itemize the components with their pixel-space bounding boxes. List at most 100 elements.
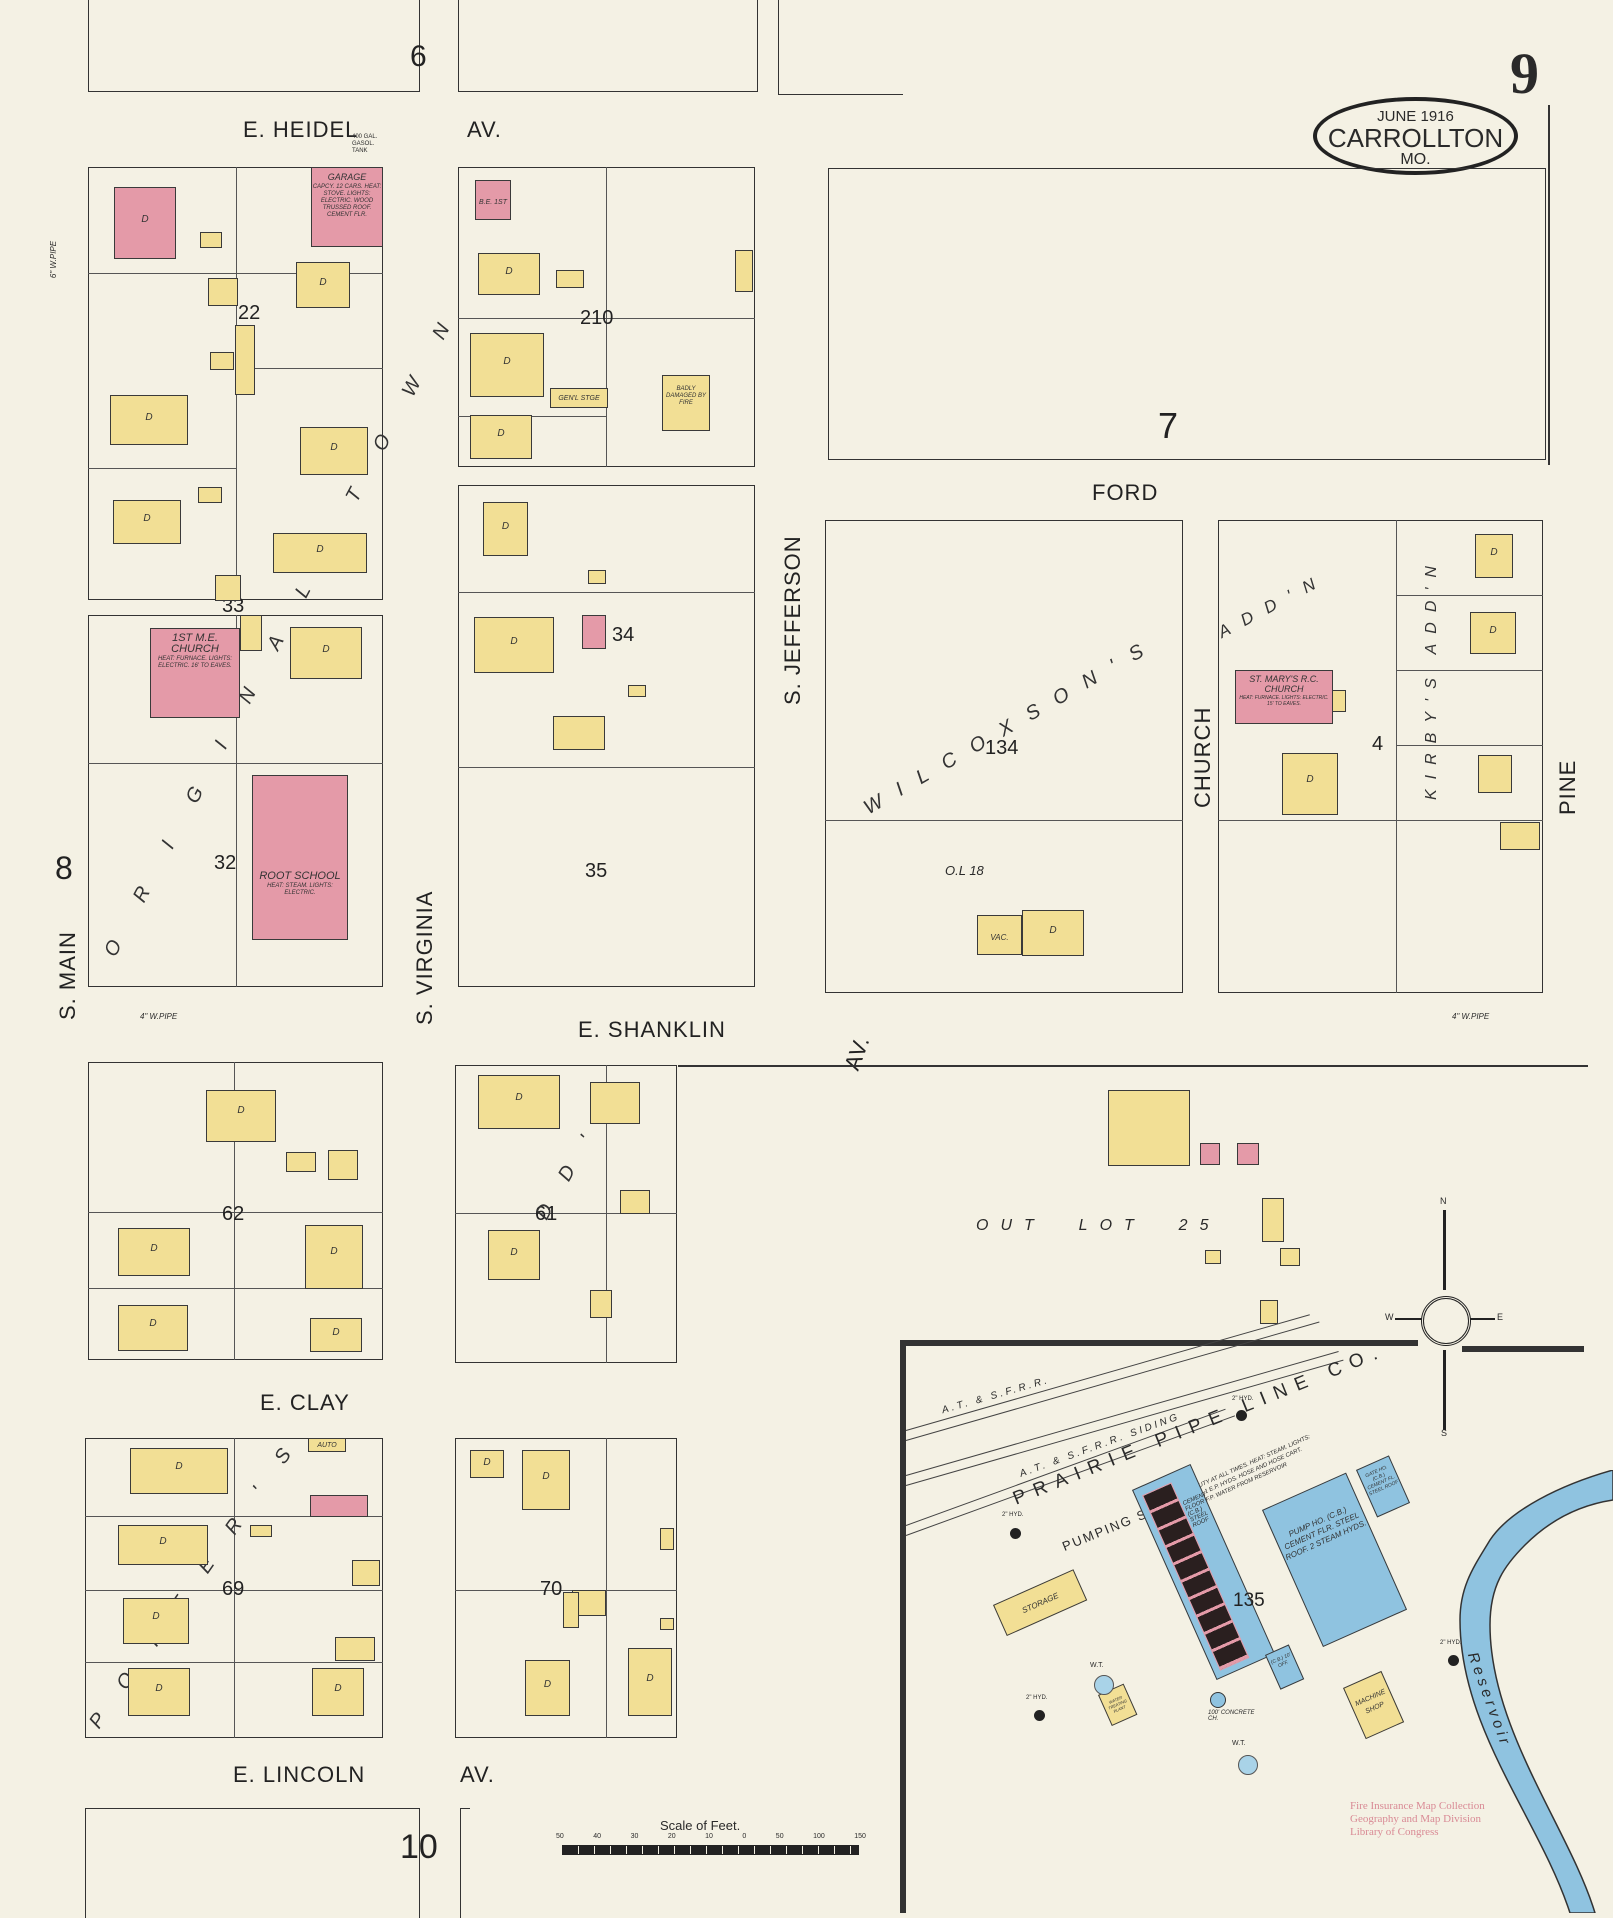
lot-line <box>606 1438 607 1738</box>
outbuilding <box>215 575 241 601</box>
lot-line <box>458 767 755 768</box>
outbuilding <box>660 1528 674 1550</box>
building-dwelling <box>1108 1090 1190 1166</box>
title-state: MO. <box>1400 151 1431 168</box>
scale-tick: 100 <box>813 1833 825 1840</box>
building-dwelling-brick: D <box>114 187 176 259</box>
building-general-storage: GEN'L STGE <box>550 388 608 408</box>
compass-e-label: E <box>1497 1312 1504 1322</box>
building-dwelling: D <box>470 1450 504 1478</box>
outbuilding-brick <box>1200 1143 1220 1165</box>
building-dwelling: D <box>123 1598 189 1644</box>
hydrant-icon <box>1236 1410 1247 1421</box>
outbuilding <box>210 352 234 370</box>
hydrant-label: 2" HYD. <box>1440 1640 1462 1646</box>
building-dwelling: D <box>296 262 350 308</box>
adjacent-sheet-east: 7 <box>1158 405 1179 446</box>
adjacent-sheet-north: 6 <box>410 40 427 73</box>
compass-n-label: N <box>1440 1196 1447 1206</box>
outbuilding <box>590 1290 612 1318</box>
lot-line <box>455 1590 677 1591</box>
compass-disc <box>1421 1296 1471 1346</box>
outbuilding <box>335 1637 375 1661</box>
outbuilding <box>553 716 605 750</box>
title-cartouche: JUNE 1916 CARROLLTON MO. <box>1313 97 1518 175</box>
outbuilding <box>563 1592 579 1628</box>
building-dwelling: D <box>206 1090 276 1142</box>
attribution-line-1: Fire Insurance Map Collection <box>1350 1800 1485 1812</box>
lot-line <box>234 1062 235 1360</box>
building-dwelling: D <box>1022 910 1084 956</box>
building-machine-shop: MACHINE SHOP <box>1343 1670 1405 1740</box>
hydrant-icon <box>1010 1528 1021 1539</box>
hydrant-icon <box>1034 1710 1045 1721</box>
lot-line <box>606 1065 607 1363</box>
water-pipe-label: 4" W.PIPE <box>1452 1012 1490 1021</box>
root-school-note: HEAT: STEAM. LIGHTS: ELECTRIC. <box>267 883 333 896</box>
building-dwelling <box>590 1082 640 1124</box>
building-fire-damaged: BADLY DAMAGED BY FIRE <box>662 375 710 431</box>
water-tank-label: W.T. <box>1232 1740 1246 1747</box>
outbuilding <box>1332 690 1346 712</box>
compass-s-label: S <box>1441 1428 1448 1438</box>
street-e-lincoln: E. LINCOLN <box>233 1762 366 1787</box>
scale-tick: 0 <box>742 1833 747 1840</box>
railroad-label: A.T. & S.F.R.R. <box>940 1374 1052 1417</box>
outbuilding-brick <box>310 1495 368 1517</box>
building-dwelling: D <box>118 1228 190 1276</box>
outbuilding <box>735 250 753 292</box>
building-dwelling: D <box>628 1648 672 1716</box>
attribution: Fire Insurance Map Collection Geography … <box>1350 1800 1485 1839</box>
outbuilding <box>352 1560 380 1586</box>
street-e-clay: E. CLAY <box>260 1390 350 1415</box>
hydrant-label: 2" HYD. <box>1026 1695 1048 1701</box>
me-church-note: HEAT: FURNACE. LIGHTS: ELECTRIC. 16' TO … <box>157 656 233 669</box>
outbuilding <box>235 325 255 395</box>
lot-line <box>88 468 236 469</box>
building-dwelling: D <box>312 1668 364 1716</box>
garage-note: CAPCY. 12 CARS. HEAT: STOVE. LIGHTS: ELE… <box>312 184 382 218</box>
hydrant-icon <box>1448 1655 1459 1666</box>
chimney-icon <box>1210 1692 1226 1708</box>
adjacent-sheet-6-box-right <box>458 0 758 92</box>
building-dwelling: D <box>474 617 554 673</box>
outbuilding <box>628 685 646 697</box>
outbuilding <box>200 232 222 248</box>
building-boiler-house: CEMENT FLOOR (C.B.) STEEL ROOF <box>1132 1463 1276 1681</box>
outbuilding <box>1205 1250 1221 1264</box>
building-dwelling: D <box>488 1230 540 1280</box>
building-dwelling: D <box>130 1448 228 1494</box>
lot-line <box>606 167 607 467</box>
st-marys-note: HEAT: FURNACE. LIGHTS: ELECTRIC. 15' TO … <box>1239 695 1329 707</box>
block-134 <box>825 520 1183 993</box>
property-boundary-top-right <box>1462 1346 1584 1352</box>
outbuilding <box>660 1618 674 1630</box>
outbuilding-brick <box>582 615 606 649</box>
block-number-70: 70 <box>540 1578 563 1600</box>
hydrant-label: 2" HYD. <box>1002 1512 1024 1518</box>
street-s-main: S. MAIN <box>55 931 80 1020</box>
block-number-210: 210 <box>580 307 614 329</box>
outbuilding <box>1260 1300 1278 1324</box>
street-lincoln-av: AV. <box>460 1762 495 1787</box>
street-e-heidel: E. HEIDEL <box>243 117 359 142</box>
block-number-35: 35 <box>585 860 608 882</box>
title-city: CARROLLTON <box>1327 123 1504 153</box>
sheet-border-right <box>1548 105 1550 465</box>
adjacent-sheet-south: 10 <box>400 1828 438 1866</box>
outbuilding <box>208 278 238 306</box>
adjacent-sheet-6-box-left <box>88 0 420 92</box>
building-dwelling: D <box>305 1225 363 1289</box>
lot-line <box>458 592 755 593</box>
lot-line <box>458 318 755 319</box>
building-dwelling <box>1478 755 1512 793</box>
lot-line <box>236 615 237 987</box>
sheet-number: 9 <box>1510 41 1539 106</box>
compass-rose: N S W E <box>1385 1196 1505 1440</box>
building-dwelling: D <box>1282 753 1338 815</box>
lot-line <box>1396 520 1397 993</box>
water-tank-icon <box>1094 1675 1114 1695</box>
building-dwelling: D <box>113 500 181 544</box>
adjacent-sheet-west: 8 <box>55 850 73 886</box>
outbuilding <box>1500 822 1540 850</box>
